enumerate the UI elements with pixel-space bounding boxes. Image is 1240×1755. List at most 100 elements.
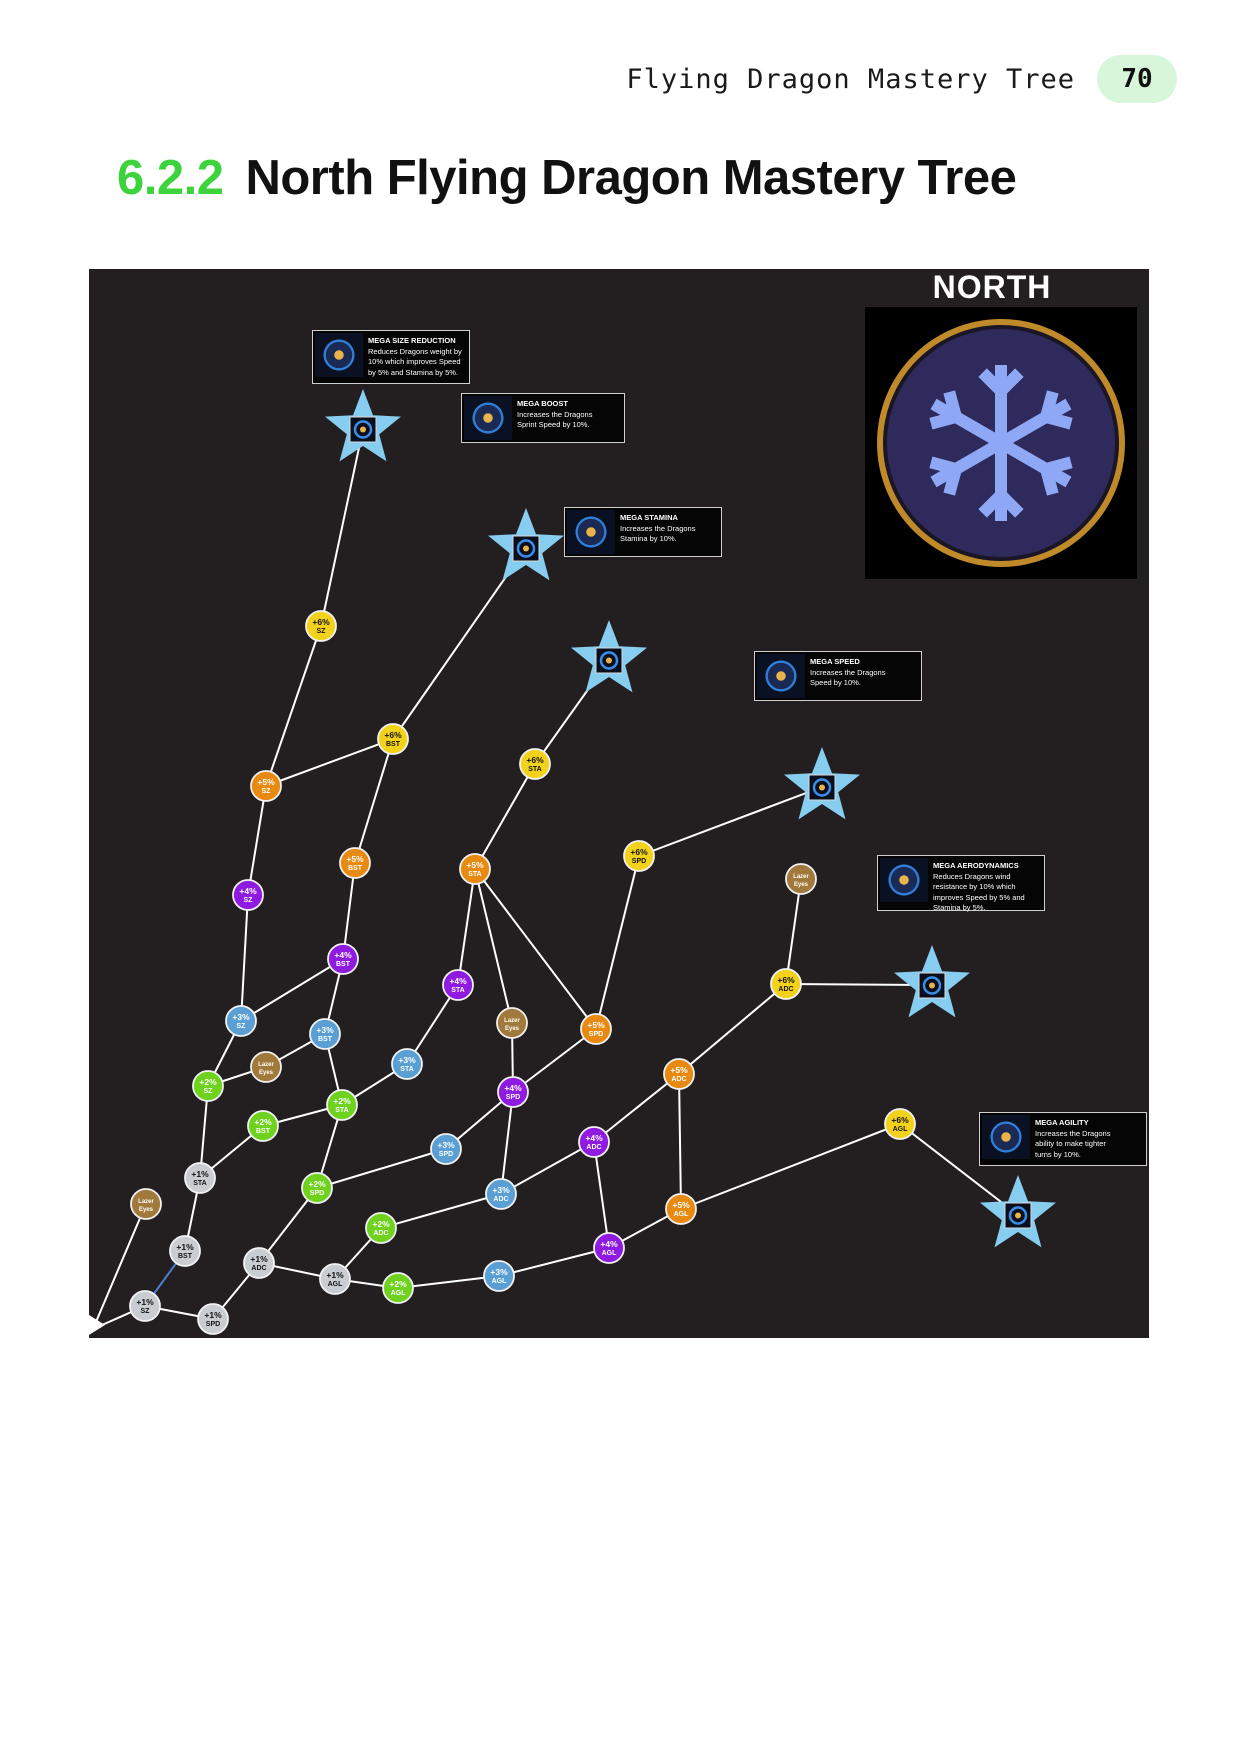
node-stat-label: Eyes [794, 882, 809, 888]
node-value-label: +3% [490, 1267, 508, 1277]
snowflake-branch [929, 411, 958, 430]
mega-ability-icon [982, 1115, 1030, 1159]
mega-card-desc: Reduces Dragons weight by [368, 346, 462, 356]
node-stat-label: BST [348, 865, 363, 872]
node-stat-label: SZ [141, 1308, 151, 1315]
node-stat-label: Eyes [139, 1207, 154, 1213]
tree-node-purple: +4%AGL [593, 1232, 625, 1264]
node-circle [580, 1013, 612, 1045]
tree-node-yellow: +6%AGL [884, 1108, 916, 1140]
node-circle [391, 1048, 423, 1080]
tree-edge [474, 763, 536, 870]
node-stat-label: BST [256, 1128, 271, 1135]
tree-node-green: +2%SPD [301, 1172, 333, 1204]
node-value-label: +2% [199, 1077, 217, 1087]
tree-edge [240, 958, 344, 1022]
node-value-label: +4% [600, 1239, 618, 1249]
node-stat-label: ADC [373, 1230, 388, 1237]
node-value-label: +5% [257, 777, 275, 787]
mega-card-title: MEGA STAMINA [620, 513, 678, 522]
tree-edge [92, 1203, 147, 1330]
mega-core-icon [523, 545, 529, 552]
node-circle [430, 1133, 462, 1165]
snowflake-arm [997, 398, 1072, 449]
node-value-label: +1% [250, 1254, 268, 1264]
mega-ring-icon [353, 420, 373, 439]
mega-card-desc: Increases the Dragons [517, 409, 593, 419]
mega-core-icon [929, 982, 935, 989]
node-circle [365, 1212, 397, 1244]
mega-ring-icon [1008, 1206, 1028, 1225]
node-stat-label: SPD [439, 1151, 453, 1158]
node-stat-label: BST [318, 1036, 333, 1043]
node-value-label: +3% [437, 1140, 455, 1150]
running-header: Flying Dragon Mastery Tree 70 [626, 55, 1177, 103]
node-value-label: Lazer [138, 1199, 154, 1205]
mega-card-desc: Increases the Dragons [810, 667, 886, 677]
tree-node-purple: +4%BST [327, 943, 359, 975]
node-stat-label: BST [178, 1253, 193, 1260]
mega-card-desc: Increases the Dragons [620, 523, 696, 533]
mega-ring-icon [812, 778, 832, 797]
tree-edge [265, 625, 322, 787]
node-circle [339, 847, 371, 879]
mega-card-title: MEGA SIZE REDUCTION [368, 336, 456, 345]
mega-star-node [784, 747, 860, 820]
mega-card-title: MEGA BOOST [517, 399, 568, 408]
node-value-label: +5% [587, 1020, 605, 1030]
node-value-label: +2% [372, 1219, 390, 1229]
node-stat-label: AGL [893, 1126, 909, 1133]
node-circle [197, 1303, 229, 1335]
north-emblem [865, 307, 1137, 579]
mega-star-node [325, 389, 401, 462]
tree-edge [500, 1141, 595, 1195]
node-circle [593, 1232, 625, 1264]
node-stat-label: ADC [778, 986, 793, 993]
node-value-label: +1% [204, 1310, 222, 1320]
node-value-label: +3% [492, 1185, 510, 1195]
node-circle [225, 1005, 257, 1037]
tree-edge [785, 878, 802, 985]
tree-node-yellow: +6%ADC [770, 968, 802, 1000]
node-value-label: +1% [176, 1242, 194, 1252]
snowflake-arm [930, 398, 1005, 449]
tree-edge [474, 868, 597, 1030]
node-circle [578, 1126, 610, 1158]
tree-node-green: +2%ADC [365, 1212, 397, 1244]
snowflake-branch [943, 467, 962, 496]
tree-node-orange: +5%BST [339, 847, 371, 879]
tree-node-white: +1%SPD [197, 1303, 229, 1335]
node-value-label: +6% [526, 755, 544, 765]
node-circle [497, 1076, 529, 1108]
tree-node-orange: +5%SZ [250, 770, 282, 802]
tree-edge [392, 547, 527, 740]
node-stat-label: STA [451, 987, 464, 994]
tree-edge [457, 868, 476, 986]
node-value-label: +6% [630, 847, 648, 857]
mega-card-desc: turns by 10%. [1035, 1149, 1081, 1159]
node-circle [483, 1260, 515, 1292]
mega-card-desc: 10% which improves Speed [368, 357, 461, 366]
mega-card-desc: improves Speed by 5% and [933, 892, 1025, 902]
node-value-label: +4% [334, 950, 352, 960]
node-stat-label: AGL [674, 1211, 690, 1218]
mega-star-node [894, 945, 970, 1018]
node-value-label: +5% [346, 854, 364, 864]
node-circle [785, 863, 817, 895]
tree-node-white: +1%STA [184, 1162, 216, 1194]
node-circle [250, 1051, 282, 1083]
node-value-label: +6% [891, 1115, 909, 1125]
snowflake-branch [1044, 456, 1073, 475]
node-stat-label: SPD [310, 1190, 324, 1197]
node-stat-label: BST [336, 961, 351, 968]
node-stat-label: BST [386, 741, 401, 748]
tree-edge [474, 868, 513, 1024]
node-value-label: +4% [585, 1133, 603, 1143]
mega-card-desc: resistance by 10% which [933, 882, 1016, 891]
